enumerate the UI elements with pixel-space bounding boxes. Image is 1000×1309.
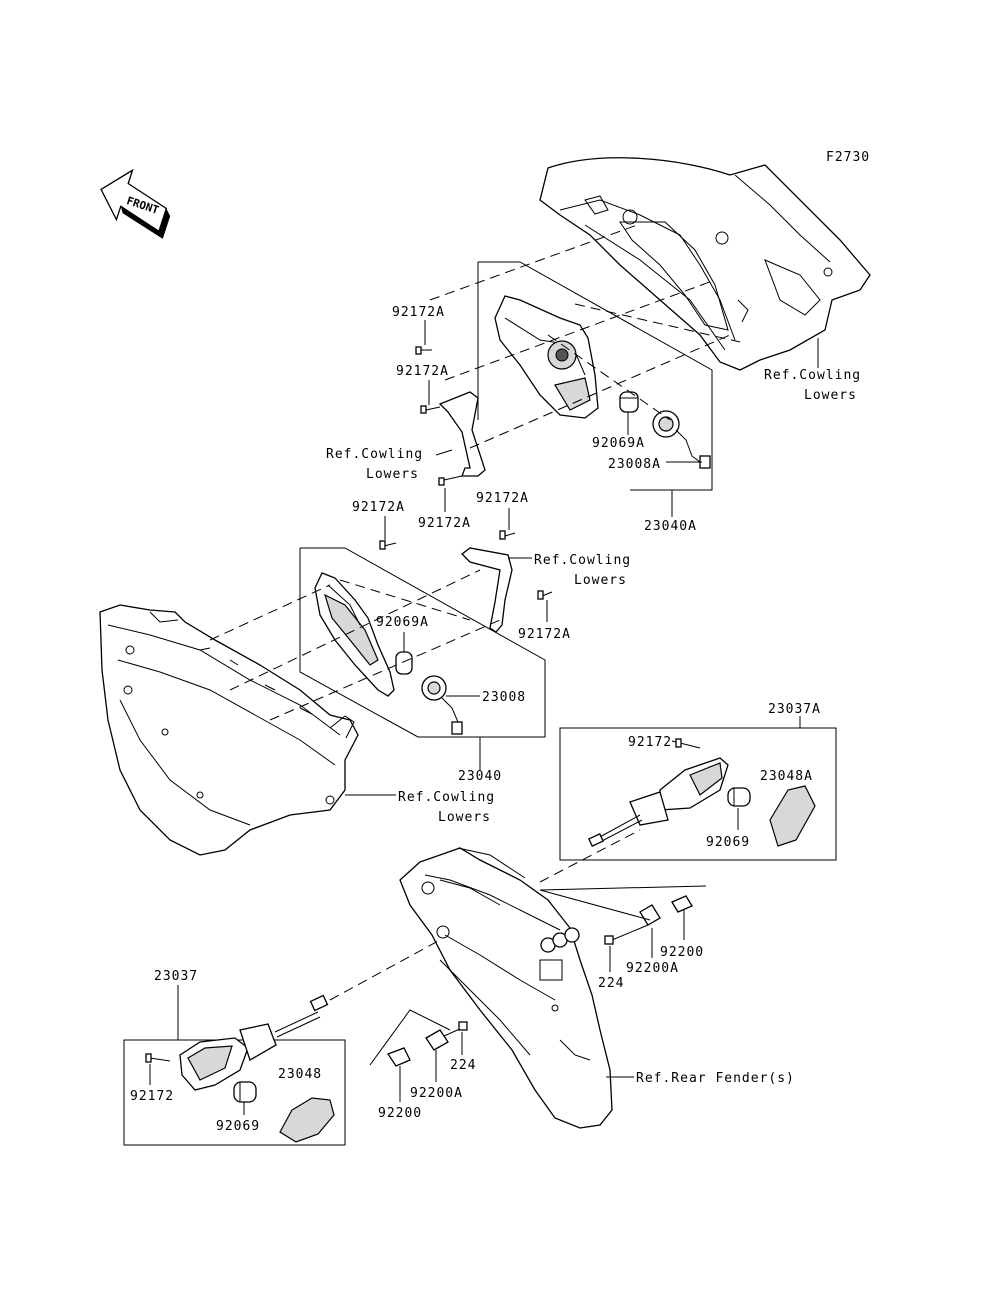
rear-fender [399,847,613,1129]
label-92172A: 92172A [418,516,471,531]
labels: 92172A 92172A Ref.Cowling Lowers Ref.Cow… [130,305,861,1134]
assembly-23040A-bracket [478,261,713,491]
label-92200: 92200 [660,945,704,960]
screw-icon [145,1053,171,1063]
label-ref-cowling: Ref.Cowling [398,790,495,805]
bulb-icon [727,787,751,807]
screw-icon [675,738,701,749]
label-23040A: 23040A [644,519,697,534]
label-ref-cowling-lowers: Lowers [438,810,491,825]
label-92069A: 92069A [376,615,429,630]
label-23040: 23040 [458,769,502,784]
label-92172: 92172 [130,1089,174,1104]
label-224: 224 [598,976,624,991]
label-224: 224 [450,1058,476,1073]
label-92069: 92069 [706,835,750,850]
screw-icon [379,530,553,600]
lower-cowling [99,604,359,856]
label-92069: 92069 [216,1119,260,1134]
bulb-icon [395,651,413,675]
screw-icon [415,346,463,486]
label-ref-cowling: Ref.Cowling [326,447,423,462]
plate-bracket-icon [539,885,707,945]
front-arrow-icon: FRONT [100,168,171,239]
label-92069A: 92069A [592,436,645,451]
label-92200A: 92200A [626,961,679,976]
label-ref-cowling-lowers: Lowers [804,388,857,403]
assembly-23040-bracket [299,547,546,738]
upper-cowling [539,157,871,371]
lens-icon [769,785,816,847]
label-ref-cowling: Ref.Cowling [764,368,861,383]
socket-harness-icon [652,410,711,469]
middle-mount-bracket [461,547,513,633]
label-92172A: 92172A [476,491,529,506]
assembly-23037-box [123,1039,346,1146]
label-23048A: 23048A [760,769,813,784]
label-23037: 23037 [154,969,198,984]
plate-bracket-icon [369,1009,468,1067]
label-92172A: 92172A [392,305,445,320]
assembly-23037A-box [559,727,837,861]
label-92172A: 92172A [352,500,405,515]
label-92172: 92172 [628,735,672,750]
upper-light-housing [494,295,599,419]
label-ref-cowling-lowers: Lowers [574,573,627,588]
label-23008: 23008 [482,690,526,705]
label-92172A: 92172A [396,364,449,379]
label-ref-rear-fender: Ref.Rear Fender(s) [636,1071,795,1086]
lens-icon [279,1097,335,1143]
label-92200A: 92200A [410,1086,463,1101]
label-ref-cowling: Ref.Cowling [534,553,631,568]
label-92200: 92200 [378,1106,422,1121]
projection-lines-top [429,223,741,449]
label-23048: 23048 [278,1067,322,1082]
label-92172A: 92172A [518,627,571,642]
right-turn-signal [588,757,729,848]
figure-code: F2730 [826,150,870,165]
upper-mount-bracket [438,391,486,477]
bulb-icon [233,1081,257,1103]
label-23008A: 23008A [608,457,661,472]
label-ref-cowling-lowers: Lowers [366,467,419,482]
bulb-icon [619,391,639,413]
left-turn-signal [179,994,329,1091]
socket-harness-icon [421,675,463,735]
projection-lines-middle [209,569,501,721]
lower-light-housing [314,572,395,697]
label-23037A: 23037A [768,702,821,717]
